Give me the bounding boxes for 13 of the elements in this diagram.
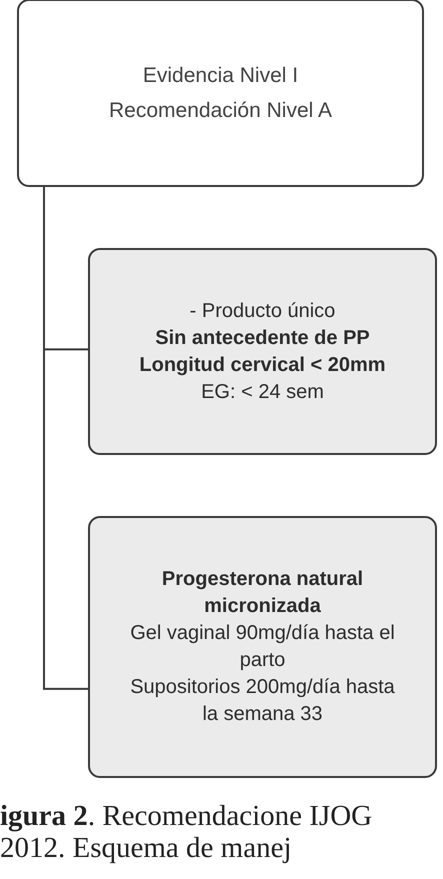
- text-box: [88, 516, 437, 778]
- box-text: - Producto único: [190, 298, 336, 324]
- heading-text: Sin antecedente de PP: [155, 326, 370, 350]
- box-text: Evidencia Nivel I: [142, 63, 298, 89]
- figure-caption: igura 2. Recomendacione IJOG 2012. Esquema de manej: [0, 800, 374, 864]
- box-text: Recomendación Nivel A: [109, 98, 332, 124]
- box-text: Gel vaginal 90mg/día hasta el parto: [130, 621, 395, 673]
- heading-text: Progesterona natural micronizada: [160, 567, 364, 619]
- box-text: EG: < 24 sem: [201, 380, 324, 404]
- text-box: [88, 248, 437, 455]
- box-text: Supositorios 200mg/día hasta la semana 33: [130, 675, 395, 727]
- heading-text: Longitud cervical < 20mm: [139, 352, 386, 378]
- text-box: [17, 0, 424, 187]
